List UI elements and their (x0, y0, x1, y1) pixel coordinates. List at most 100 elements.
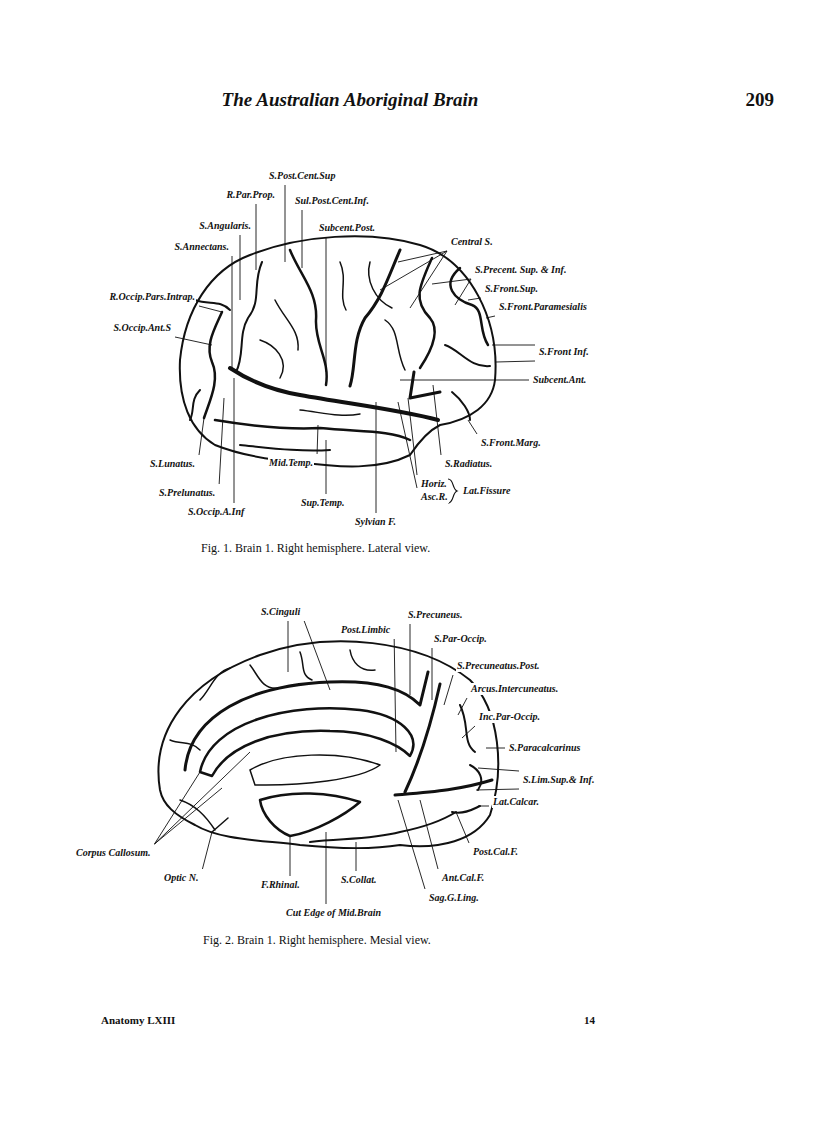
thalamus (250, 755, 380, 785)
leader-line (199, 418, 204, 455)
lateral-brain (180, 236, 496, 466)
sulcus (260, 262, 405, 415)
anatomy-label: S.Lunatus. (149, 458, 196, 470)
anatomy-label: R.Occip.Pars.Intrap. (108, 291, 196, 303)
anatomy-label: R.Par.Prop. (225, 189, 276, 201)
sulcus (452, 705, 481, 813)
anatomy-label: S.Post.Cent.Sup (268, 170, 336, 182)
sulcus (170, 650, 375, 832)
anatomy-label: Cut Edge of Mid.Brain (285, 907, 382, 919)
leader-line (398, 251, 447, 262)
anatomy-label: S.Collat. (340, 874, 378, 886)
mesial-brain (158, 641, 498, 848)
anatomy-label: S.Front.Marg. (480, 437, 542, 449)
midbrain-cut (260, 793, 360, 836)
central-sulcus (350, 250, 400, 386)
anatomy-label: Post.Limbic (340, 624, 391, 636)
anatomy-label: S.Precuneatus.Post. (456, 660, 541, 672)
parieto-occipital-fissure (405, 684, 440, 792)
leader-line (199, 306, 222, 312)
anatomy-label: S.Radiatus. (444, 458, 493, 470)
anatomy-label: S.Precent. Sup. & Inf. (474, 264, 567, 276)
sulcus (204, 312, 222, 418)
leader-line (288, 621, 289, 672)
leader-line (432, 279, 471, 284)
anatomy-label: Sylvian F. (354, 516, 397, 528)
brain-outline (180, 236, 496, 466)
anatomy-label: Optic N. (163, 872, 199, 884)
anatomy-label: Lat.Calcar. (492, 796, 540, 808)
anatomy-label: Subcent.Post. (318, 222, 376, 234)
anatomy-label: S.Front.Paramesialis (498, 301, 588, 313)
leader-line (398, 800, 425, 889)
leader-line (456, 812, 469, 843)
running-title: The Australian Aboriginal Brain (221, 89, 480, 111)
footer-text: Anatomy LXIII (100, 1013, 176, 1027)
leader-line (433, 385, 441, 455)
leader-line (326, 440, 327, 494)
leader-line (240, 235, 241, 300)
sulcus (215, 420, 410, 440)
brain-outline (158, 641, 498, 848)
leader-line (476, 789, 519, 790)
anatomy-label: Arcus.Intercuneatus. (470, 683, 559, 695)
anatomy-label: S.Prelunatus. (158, 487, 216, 499)
page-number: 209 (745, 89, 776, 111)
leader-line (410, 624, 411, 695)
anatomy-label: Subcent.Ant. (532, 374, 587, 386)
anatomy-label: Horiz. (420, 478, 448, 490)
anatomy-label: Central S. (450, 236, 494, 248)
corpus-callosum (200, 708, 413, 776)
leader-line (496, 361, 535, 362)
figure-caption: Fig. 1. Brain 1. Right hemisphere. Later… (200, 541, 431, 555)
leader-line (317, 425, 319, 454)
calcarine-fissure (395, 780, 492, 795)
lateral-fissure-rami (410, 372, 440, 398)
leader-line (492, 345, 535, 346)
leader-line (326, 832, 327, 904)
anatomy-label: S.Lim.Sup.& Inf. (522, 774, 595, 786)
anatomy-label: Sul.Post.Cent.Inf. (294, 195, 370, 207)
leader-line (398, 402, 417, 488)
figure-caption: Fig. 2. Brain 1. Right hemisphere. Mesia… (202, 933, 432, 947)
leader-line (232, 256, 233, 370)
anatomy-label: Inc.Par-Occip. (478, 711, 541, 723)
leader-line (234, 378, 235, 503)
anatomy-label: Sag.G.Ling. (428, 892, 480, 904)
leader-line (202, 832, 212, 869)
leader-line (219, 398, 224, 484)
leader-line (462, 726, 475, 738)
leader-line (468, 420, 477, 434)
leader-line (444, 675, 453, 705)
leader-line (432, 648, 433, 700)
leader-line (256, 204, 257, 270)
anatomy-label: Ant.Cal.F. (441, 872, 485, 884)
collateral-sulcus (310, 812, 456, 842)
leader-line (394, 639, 396, 752)
anatomy-label: S.Par-Occip. (433, 633, 488, 645)
leader-line (304, 621, 330, 690)
anatomy-label: F.Rhinal. (260, 879, 301, 891)
anatomy-label: Asc.R. (420, 491, 449, 503)
leader-line (302, 210, 303, 268)
anatomy-label: S.Angularis. (198, 220, 252, 232)
leader-line (400, 380, 529, 381)
sulcus (445, 345, 490, 366)
leader-line (326, 237, 327, 372)
anatomy-label: S.Front Inf. (538, 346, 590, 358)
leader-line (356, 842, 357, 871)
leader-line (478, 806, 489, 807)
leader-line (380, 251, 447, 290)
leader-line (154, 788, 222, 844)
anatomy-label: S.Occip.Ant.S (112, 322, 172, 334)
leader-line (408, 398, 417, 475)
leader-line (175, 337, 212, 345)
leader-line (455, 279, 471, 305)
anatomy-label: S.Cinguli (260, 606, 301, 618)
anatomy-label: S.Occip.A.Inf (187, 506, 245, 518)
sulcus (452, 392, 470, 420)
leader-line (376, 402, 377, 513)
anatomy-label: Sup.Temp. (300, 497, 346, 509)
